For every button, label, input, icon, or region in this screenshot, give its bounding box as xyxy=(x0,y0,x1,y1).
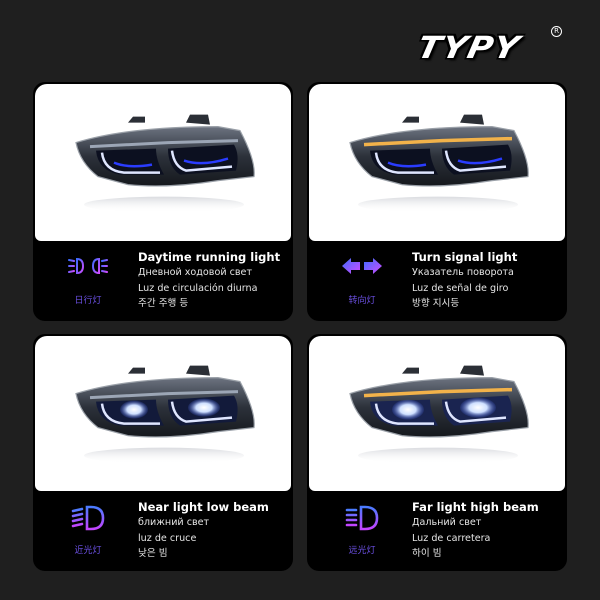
headlight-photo xyxy=(35,84,291,241)
feature-info: 近光灯 Near light low beam ближний свет luz… xyxy=(33,491,293,571)
icon-caption: 转向灯 xyxy=(348,296,376,306)
headlight-photo xyxy=(35,336,291,491)
turn-signal-arrows-icon xyxy=(342,258,382,274)
feature-text: Daytime running light Дневной ходовой св… xyxy=(138,249,280,312)
feature-title-spanish: Luz de señal de giro xyxy=(412,282,509,294)
feature-text: Turn signal light Указатель поворота Luz… xyxy=(412,249,517,312)
feature-card-low-beam: 近光灯 Near light low beam ближний свет luz… xyxy=(33,334,293,571)
feature-text: Near light low beam ближний свет luz de … xyxy=(138,499,269,562)
icon-caption: 日行灯 xyxy=(74,296,102,306)
headlight-turn-signal-image xyxy=(349,114,529,213)
icon-caption: 远光灯 xyxy=(348,546,376,556)
low-beam-icon xyxy=(71,505,105,531)
feature-title-spanish: luz de cruce xyxy=(138,532,197,544)
brand-logo: TYPY xyxy=(414,30,524,66)
high-beam-icon xyxy=(345,505,379,531)
feature-card-high-beam: 远光灯 Far light high beam Дальний свет Luz… xyxy=(307,334,567,571)
headlight-high-beam-image xyxy=(349,365,529,464)
daytime-running-light-icon xyxy=(68,257,108,275)
feature-title-russian: Указатель поворота xyxy=(412,267,514,278)
feature-info: 远光灯 Far light high beam Дальний свет Luz… xyxy=(307,491,567,571)
headlight-drl-image xyxy=(75,114,255,213)
icon-caption: 近光灯 xyxy=(74,546,102,556)
feature-card-daytime-running-light: 日行灯 Daytime running light Дневной ходово… xyxy=(33,82,293,321)
registered-mark: R xyxy=(551,26,562,37)
feature-title-korean: 주간 주행 등 xyxy=(138,298,189,309)
feature-title: Daytime running light xyxy=(138,250,281,264)
feature-title-russian: Дневной ходовой свет xyxy=(138,267,253,278)
feature-title-spanish: Luz de carretera xyxy=(412,532,491,544)
feature-title-korean: 낮은 빔 xyxy=(138,548,168,559)
feature-card-turn-signal-light: 转向灯 Turn signal light Указатель поворота… xyxy=(307,82,567,321)
feature-title-russian: Дальний свет xyxy=(412,517,482,528)
icon-group: 转向灯 xyxy=(335,255,389,315)
icon-group: 近光灯 xyxy=(61,505,115,565)
feature-title: Far light high beam xyxy=(412,500,539,514)
icon-group: 远光灯 xyxy=(335,505,389,565)
headlight-photo xyxy=(309,336,565,491)
headlight-low-beam-image xyxy=(75,365,255,464)
feature-title: Near light low beam xyxy=(138,500,269,514)
feature-text: Far light high beam Дальний свет Luz de … xyxy=(412,499,539,562)
feature-title: Turn signal light xyxy=(412,250,518,264)
feature-title-korean: 방향 지시등 xyxy=(412,298,460,309)
feature-title-russian: ближний свет xyxy=(138,517,210,528)
feature-title-korean: 하이 빔 xyxy=(412,548,442,559)
headlight-photo xyxy=(309,84,565,241)
feature-info: 日行灯 Daytime running light Дневной ходово… xyxy=(33,241,293,321)
icon-group: 日行灯 xyxy=(61,255,115,315)
feature-info: 转向灯 Turn signal light Указатель поворота… xyxy=(307,241,567,321)
feature-title-spanish: Luz de circulación diurna xyxy=(138,282,258,294)
